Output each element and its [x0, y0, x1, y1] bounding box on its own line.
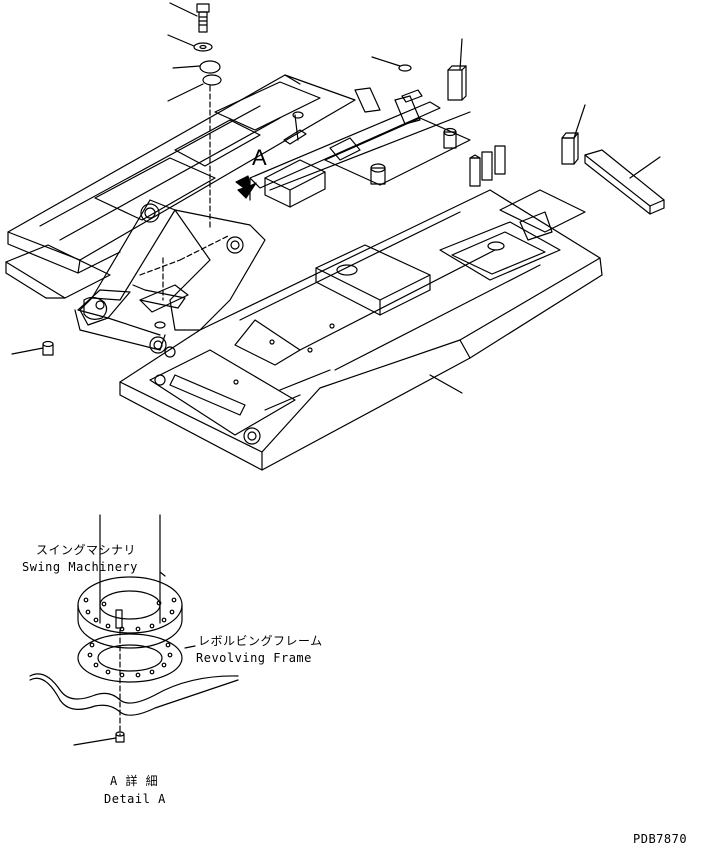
- detail-a-label-en: Detail A: [104, 792, 166, 806]
- pin-cap: [11, 340, 54, 356]
- revolving-frame-label-en: Revolving Frame: [196, 651, 312, 665]
- detail-a-drawing: [29, 514, 239, 746]
- view-a-callout: A: [252, 145, 267, 170]
- drawing-number: PDB7870: [633, 832, 688, 846]
- detail-a-label-jp: A 詳 細: [110, 774, 159, 788]
- revolving-frame: [5, 38, 603, 471]
- bolt-stack: [167, 2, 222, 231]
- loose-parts: [371, 56, 665, 215]
- swing-machinery-label-jp: スイングマシナリ: [36, 543, 137, 557]
- boom-bracket: [74, 199, 266, 358]
- revolving-frame-label-jp: レボルビングフレーム: [198, 634, 323, 648]
- swing-machinery-label-en: Swing Machinery: [22, 560, 138, 574]
